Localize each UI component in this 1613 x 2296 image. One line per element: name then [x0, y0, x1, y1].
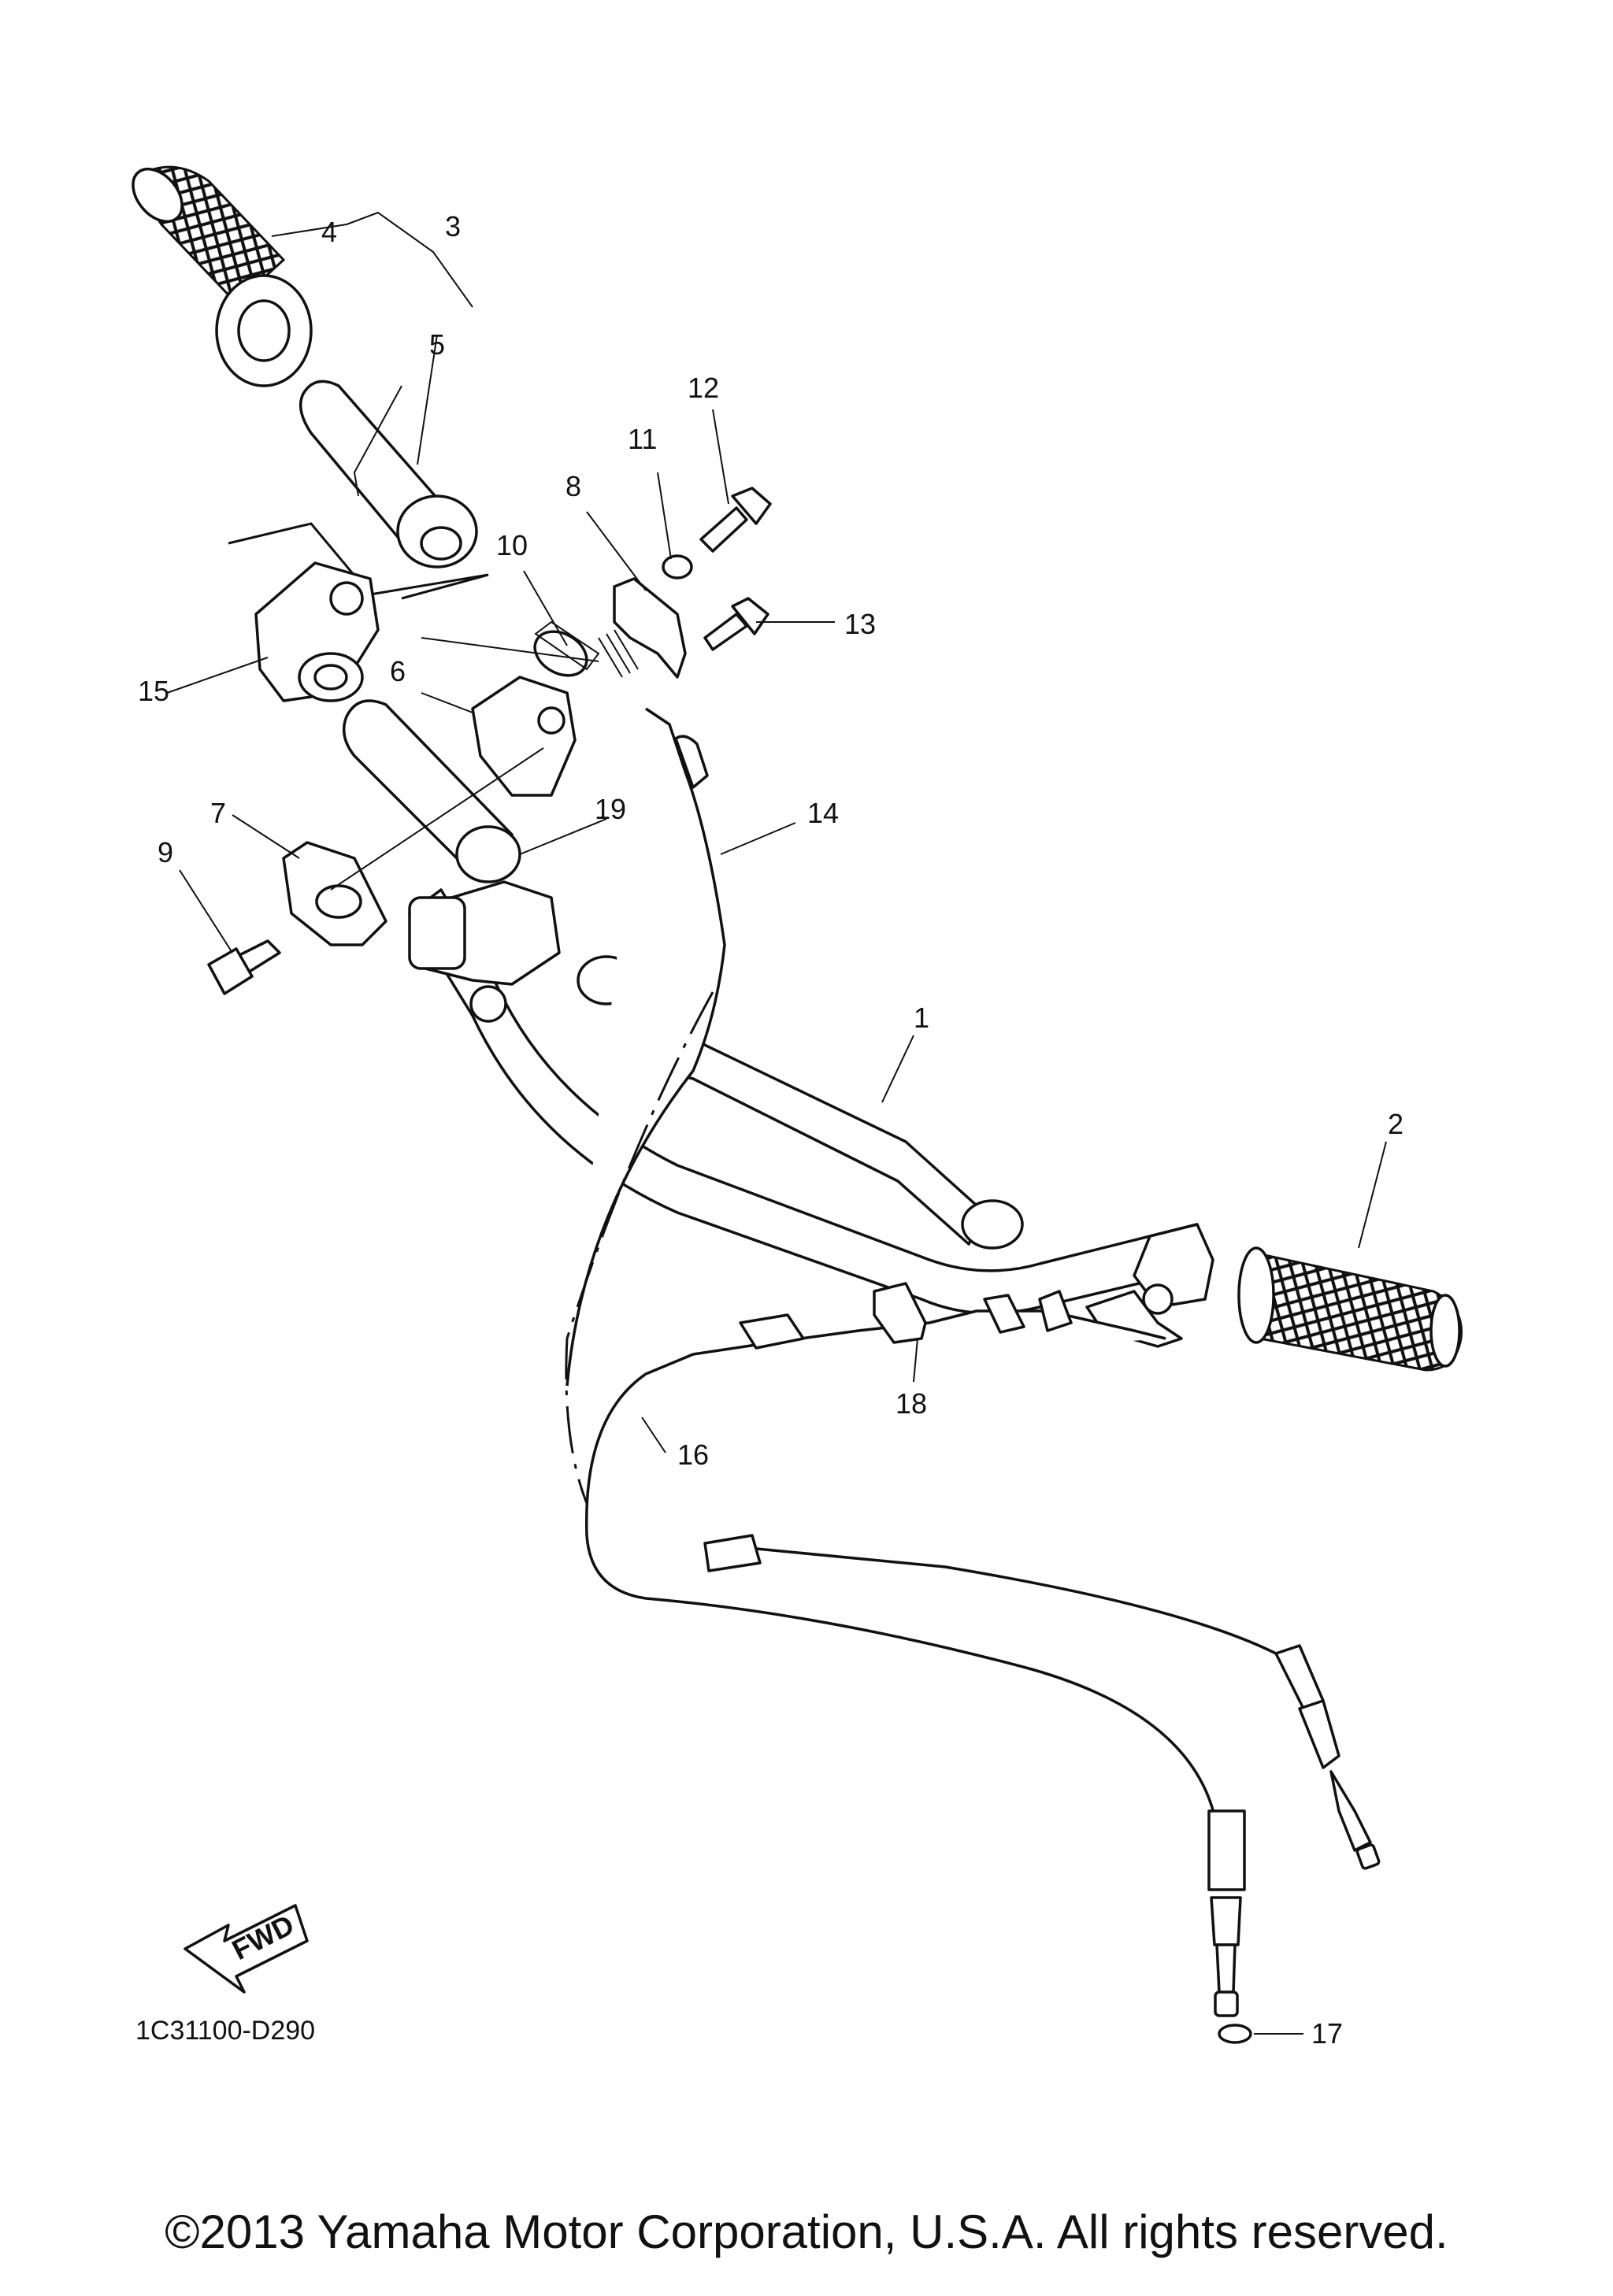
- throttle-tube-lower: [342, 699, 521, 883]
- callout-19: 19: [595, 793, 626, 825]
- cable-end-fittings: [1207, 1809, 1246, 2017]
- callout-5: 5: [429, 328, 445, 361]
- throttle-tube: [298, 380, 478, 568]
- copyright-notice: ©2013 Yamaha Motor Corporation, U.S.A. A…: [165, 2205, 1448, 2258]
- callout-14: 14: [807, 797, 839, 829]
- callout-9: 9: [158, 836, 173, 868]
- callout-3: 3: [445, 210, 461, 243]
- callout-labels: 1 2 3 4 5 6 7 8 9 10 11 12 13 14 15 16 1…: [138, 210, 1403, 2050]
- adjuster: [533, 620, 639, 678]
- holder-upper: [471, 676, 577, 797]
- screw-13: [703, 597, 769, 651]
- holder-lower: [282, 841, 387, 946]
- left-grip: [132, 165, 313, 387]
- leader-lines: [166, 211, 1387, 2035]
- callout-8: 8: [565, 470, 581, 502]
- callout-6: 6: [390, 655, 406, 687]
- callout-7: 7: [210, 797, 226, 829]
- right-grip: [1237, 1246, 1463, 1372]
- collar-11: [662, 554, 693, 580]
- throttle-cable: [565, 707, 726, 1561]
- clutch-cable: [584, 1282, 1222, 1859]
- callout-1: 1: [914, 1002, 929, 1034]
- callout-11: 11: [628, 423, 657, 455]
- callout-4: 4: [321, 216, 337, 248]
- clamp-block: [408, 880, 561, 1023]
- callout-15: 15: [138, 675, 169, 707]
- screw-12: [699, 487, 772, 553]
- callout-17: 17: [1311, 2017, 1343, 2050]
- bolt-9: [207, 939, 281, 995]
- callout-12: 12: [688, 372, 719, 404]
- callout-10: 10: [496, 529, 528, 561]
- cover-plate: [613, 577, 687, 679]
- callout-18: 18: [895, 1387, 927, 1420]
- throttle-housing: [228, 522, 489, 702]
- callout-13: 13: [844, 608, 876, 640]
- callout-2: 2: [1388, 1108, 1403, 1140]
- o-ring: [1218, 2024, 1252, 2044]
- catalog-code: 1C31100-D290: [135, 2016, 315, 2046]
- callout-16: 16: [677, 1439, 709, 1471]
- throttle-cable-lower: [703, 1534, 1381, 1870]
- fwd-arrow-icon: FWD: [184, 1904, 309, 1994]
